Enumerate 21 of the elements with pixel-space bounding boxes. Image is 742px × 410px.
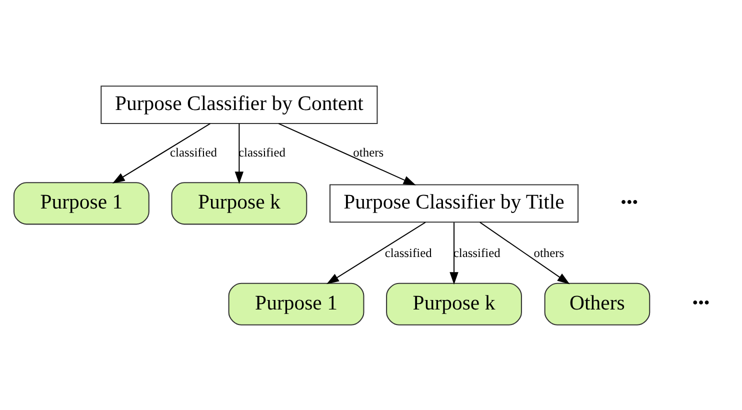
node-box: Others <box>544 282 650 325</box>
node-box: Purpose 1 <box>228 282 364 325</box>
node-box: Purpose k <box>386 282 522 325</box>
arrow <box>449 222 458 284</box>
arrow <box>234 123 244 184</box>
node-box: Purpose Classifier by Content <box>100 85 378 124</box>
arrow <box>326 221 426 284</box>
arrow <box>278 122 416 185</box>
edge-label: classified <box>238 144 285 159</box>
edge-label: classified <box>170 144 216 159</box>
arrow <box>112 122 210 183</box>
label: ••• <box>692 292 710 312</box>
edge-label: others <box>352 144 384 159</box>
label: ••• <box>620 192 638 211</box>
node-box: Purpose k <box>170 182 307 224</box>
edge-label: classified <box>452 245 500 260</box>
node-box: Purpose Classifier by Title <box>328 184 578 222</box>
edge-label: classified <box>384 245 432 260</box>
node-box: Purpose 1 <box>12 182 149 224</box>
edge-label: others <box>533 245 564 260</box>
arrow <box>479 221 570 284</box>
